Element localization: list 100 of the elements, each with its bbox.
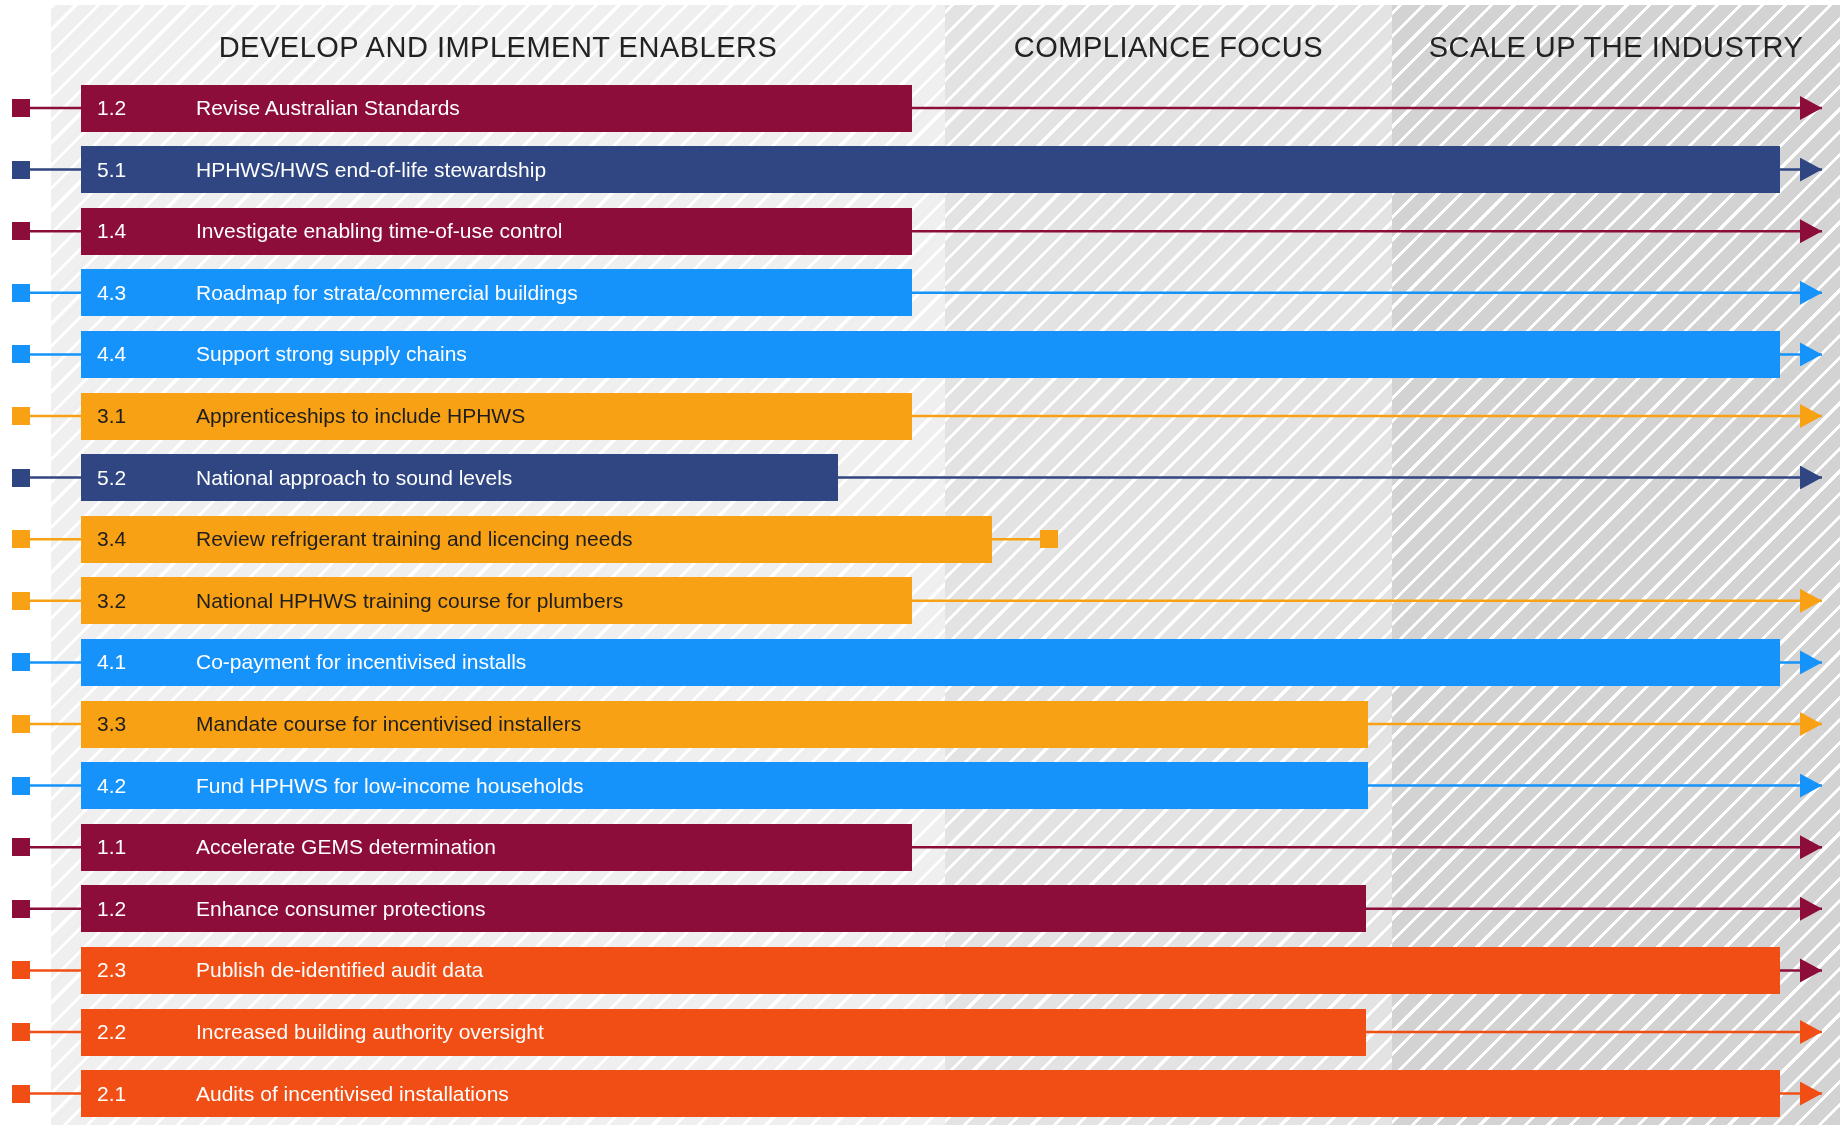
action-title: HPHWS/HWS end-of-life stewardship [196,157,547,182]
connector-line [30,106,81,110]
action-bar [81,577,912,625]
action-number: 3.3 [97,712,127,736]
action-title: Mandate course for incentivised installers [196,712,582,736]
action-number: 3.4 [97,527,127,552]
start-marker [12,653,30,672]
start-marker [12,407,30,425]
start-marker [12,591,30,610]
arrow [912,280,1822,305]
action-title: Revise Australian Standards [196,96,460,120]
arrow [1366,896,1822,921]
action-title: Fund HPHWS for low-income households [196,773,584,798]
start-marker [12,345,30,364]
connector-line [30,845,81,849]
connector-line [30,1030,81,1034]
action-title: Roadmap for strata/commercial buildings [196,280,578,305]
arrow [912,219,1822,244]
action-number: 5.2 [97,465,127,490]
arrow [1780,1081,1822,1106]
connector-line [30,969,81,972]
arrow [1780,157,1822,182]
action-bar [81,762,1368,810]
arrow [1366,1020,1822,1044]
action-number: 5.1 [97,157,127,182]
arrow [1368,773,1822,798]
connector-line [30,784,81,787]
connector-line [30,537,81,541]
action-title: Apprenticeships to include HPHWS [196,404,526,428]
action-title: Audits of incentivised installations [196,1081,509,1106]
action-title: Investigate enabling time-of-use control [196,219,563,244]
action-bar [81,1008,1366,1056]
action-number: 1.4 [97,219,127,244]
arrow [912,96,1822,120]
action-title: Enhance consumer protections [196,896,486,921]
action-bar [81,515,992,563]
arrow [1780,342,1822,367]
action-number: 2.2 [97,1020,127,1044]
action-number: 2.1 [97,1081,127,1106]
action-bar [81,269,912,317]
connector-line [30,599,81,603]
action-number: 1.2 [97,96,127,120]
start-marker [12,99,30,117]
connector-line [30,722,81,726]
start-marker [12,776,30,795]
action-number: 1.2 [97,896,127,921]
phase-heading: SCALE UP THE INDUSTRY [1428,31,1804,64]
connector-line [30,907,81,911]
start-marker [12,283,30,302]
action-title: National HPHWS training course for plumbers [196,588,624,613]
action-number: 4.3 [97,280,127,305]
phase-heading: DEVELOP AND IMPLEMENT ENABLERS [218,31,778,64]
action-number: 1.1 [97,835,127,860]
action-bar [81,392,912,440]
connector-line [30,229,81,233]
connector-line [30,414,81,418]
start-marker [12,961,30,980]
connector-line [30,661,81,664]
start-marker [12,222,30,241]
end-marker [1040,530,1058,549]
arrow [912,835,1822,860]
action-bar [81,207,912,255]
action-bar [81,1070,1780,1118]
connector-line [30,168,81,171]
arrow [912,404,1822,428]
start-marker [12,468,30,487]
action-number: 4.1 [97,650,127,675]
action-title: Co-payment for incentivised installs [196,650,527,675]
action-number: 4.4 [97,342,127,367]
action-bar [81,885,1366,933]
action-bar [81,823,912,871]
action-bar [81,946,1780,994]
phase-heading: COMPLIANCE FOCUS [1013,31,1324,64]
connector-line [30,353,81,356]
start-marker [12,715,30,733]
action-title: Increased building authority oversight [196,1020,544,1044]
start-marker [12,899,30,918]
action-number: 3.2 [97,588,127,613]
action-bar [81,638,1780,686]
arrow [1780,650,1822,675]
start-marker [12,1023,30,1041]
connector-line [992,537,1040,541]
start-marker [12,838,30,857]
arrow [912,588,1822,613]
action-number: 2.3 [97,958,127,983]
start-marker [12,160,30,179]
arrow [1780,958,1822,983]
connector-line [30,1092,81,1095]
action-bar [81,454,838,502]
action-number: 4.2 [97,773,127,798]
connector-line [30,476,81,479]
action-title: Review refrigerant training and licencing needs [196,527,633,552]
arrow [838,465,1822,490]
action-number: 3.1 [97,404,127,428]
action-bar [81,700,1368,748]
action-bar [81,330,1780,378]
action-title: Publish de-identified audit data [196,958,484,983]
connector-line [30,291,81,295]
action-bar [81,146,1780,194]
action-title: Accelerate GEMS determination [196,835,496,860]
